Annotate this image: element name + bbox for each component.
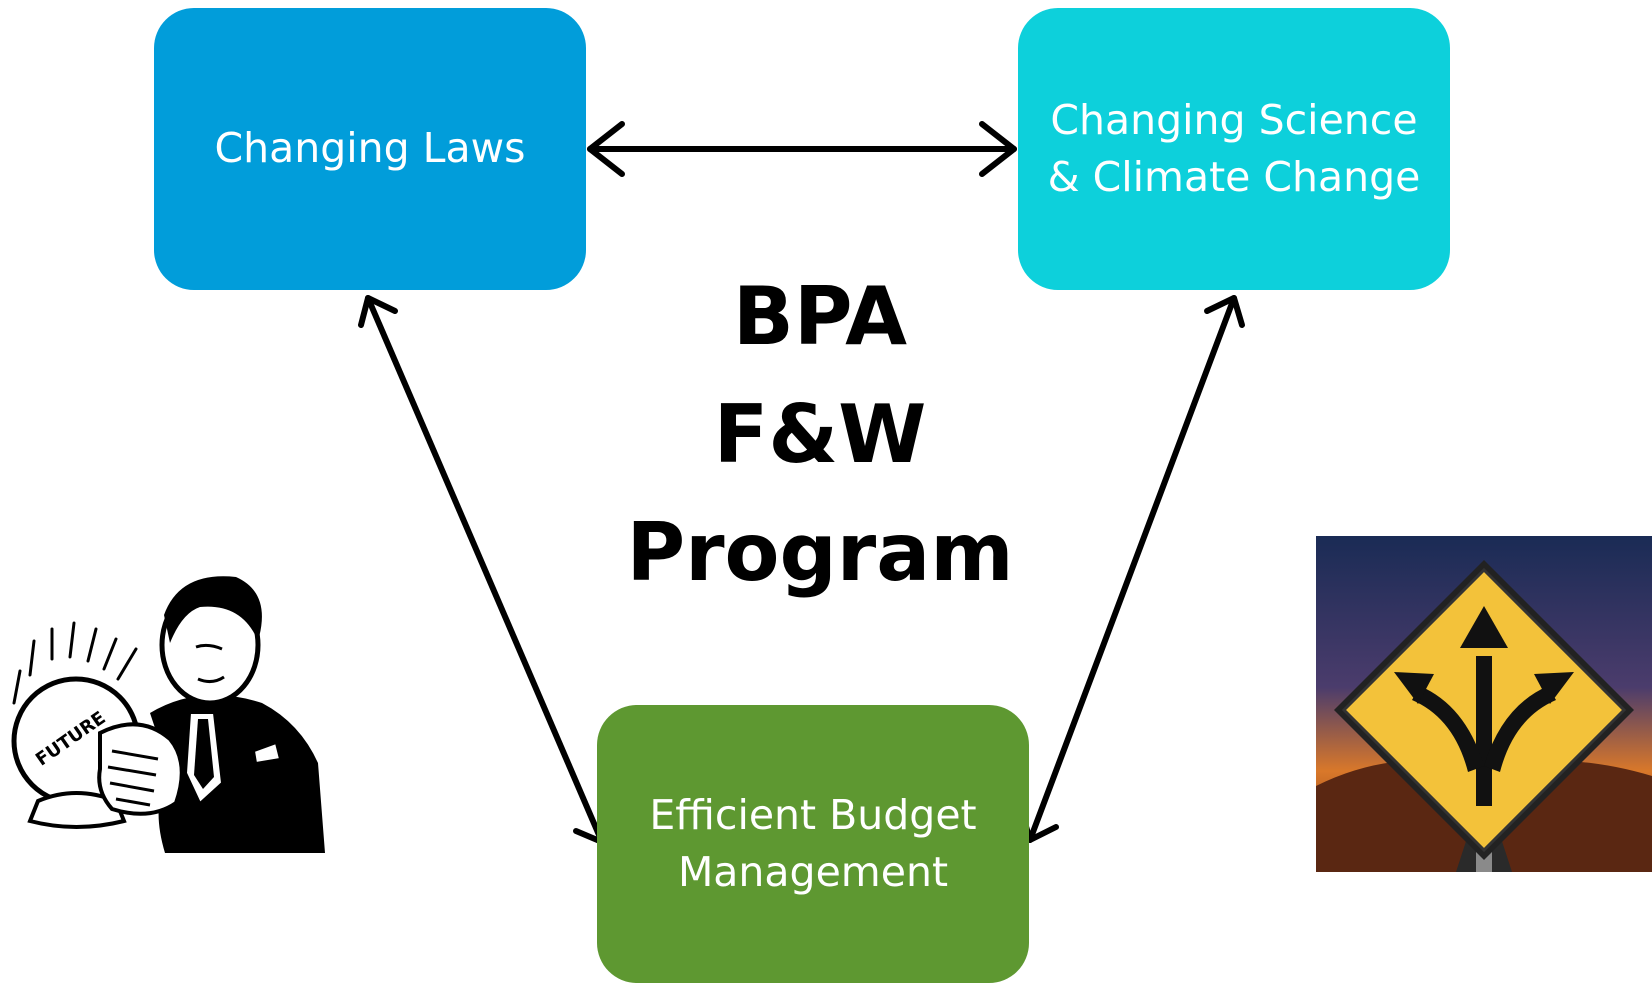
arrow-science-budget (1019, 295, 1245, 843)
node-changing-science-label: Changing Science & Climate Change (1047, 95, 1421, 201)
node-efficient-budget: Efficient Budget Management (597, 705, 1029, 983)
fortune-teller-icon: FUTURE (11, 576, 325, 853)
center-title: BPA F&W Program (626, 270, 1014, 599)
arrow-laws-budget (358, 295, 610, 845)
node-changing-science: Changing Science & Climate Change (1018, 8, 1450, 290)
node-changing-laws: Changing Laws (154, 8, 586, 290)
arrow-laws-science (587, 121, 1017, 177)
node-efficient-budget-label: Efficient Budget Management (649, 790, 977, 896)
node-changing-laws-label: Changing Laws (214, 124, 526, 173)
fork-road-sign-icon (1316, 536, 1652, 872)
